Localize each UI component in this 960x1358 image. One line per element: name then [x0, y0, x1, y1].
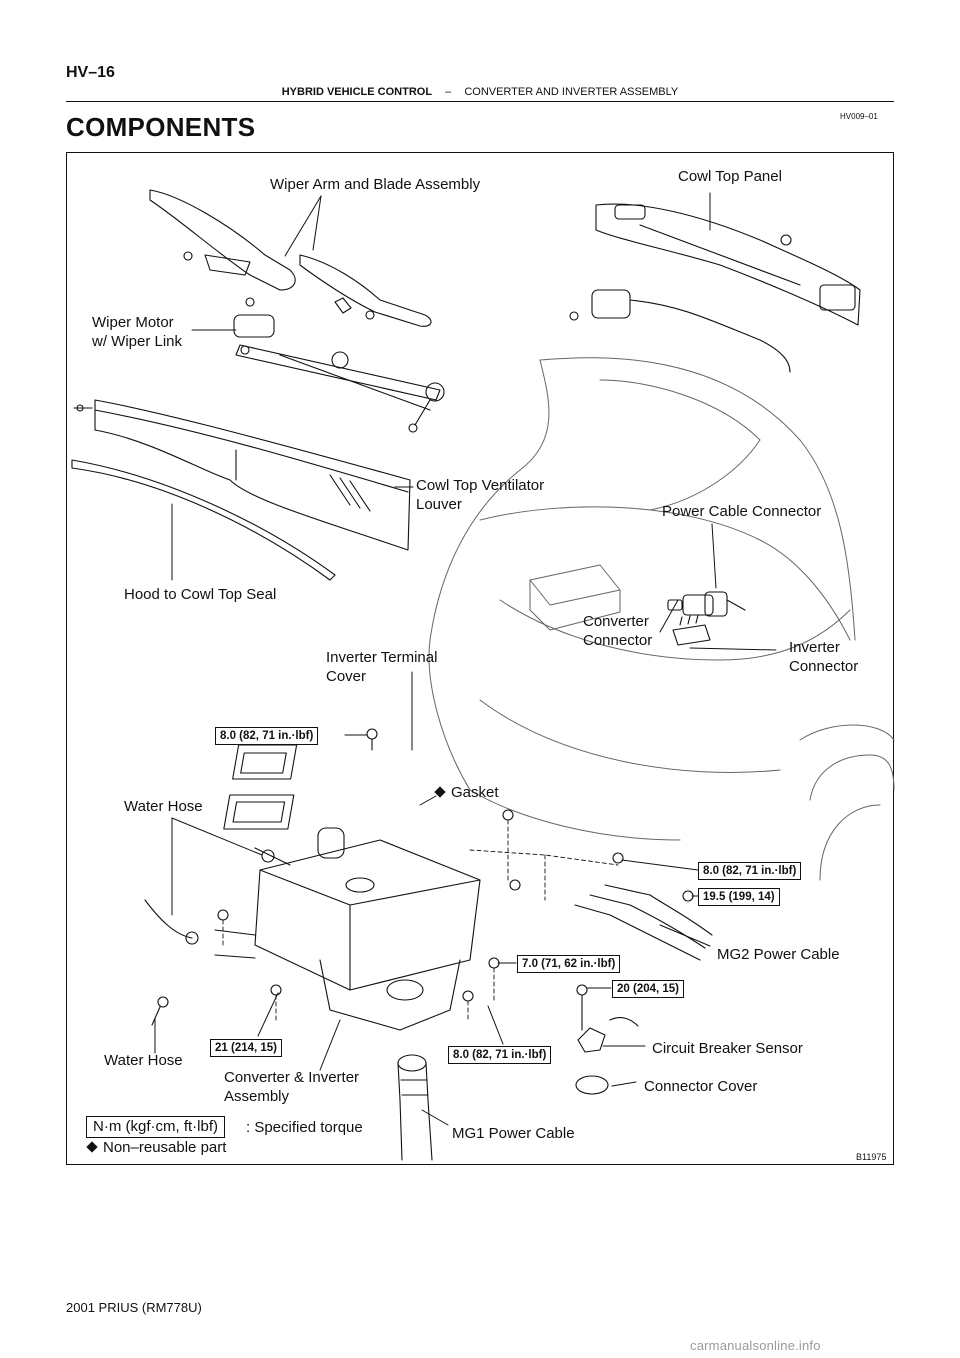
- label-wiper-motor-line1: Wiper Motor: [92, 314, 174, 331]
- torque-box: 8.0 (82, 71 in.·lbf): [215, 727, 319, 745]
- label-water-hose-lower: Water Hose: [104, 1052, 183, 1069]
- document-code: HV009–01: [840, 112, 878, 121]
- label-mg2-power-cable: MG2 Power Cable: [717, 946, 840, 963]
- page-number: HV–16: [66, 64, 115, 81]
- bolt-illustrations: [151, 809, 694, 1031]
- label-hood-seal: Hood to Cowl Top Seal: [124, 586, 277, 603]
- label-wiper-motor-line2: w/ Wiper Link: [92, 333, 183, 350]
- torque-box: 20 (204, 15): [612, 980, 685, 998]
- label-water-hose-upper: Water Hose: [124, 798, 203, 815]
- mg1-cable-illustration: [397, 1054, 433, 1161]
- terminal-cover-illustration: [232, 744, 298, 780]
- header-separator: –: [445, 86, 452, 98]
- label-connector-cover: Connector Cover: [644, 1078, 758, 1095]
- wiper-arm-illustration: [149, 189, 432, 327]
- torque-box: 19.5 (199, 14): [698, 888, 780, 906]
- figure-code: B11975: [856, 1152, 887, 1162]
- converter-inverter-illustration: [144, 827, 481, 1031]
- vehicle-body-outline: [428, 357, 895, 881]
- label-circuit-breaker-sensor: Circuit Breaker Sensor: [652, 1040, 803, 1057]
- section-title: HYBRID VEHICLE CONTROL: [281, 86, 433, 98]
- label-wiper-motor: Wiper Motor w/ Wiper Link: [92, 313, 182, 351]
- legend-non-reusable-text: Non–reusable part: [103, 1139, 227, 1156]
- hood-seal-illustration: [71, 459, 336, 581]
- footer-model: 2001 PRIUS (RM778U): [66, 1300, 202, 1315]
- label-cowl-louver-line2: Louver: [416, 496, 462, 513]
- footer-watermark: carmanualsonline.info: [690, 1338, 821, 1353]
- label-cowl-louver-line1: Cowl Top Ventilator: [416, 477, 545, 494]
- non-reusable-marker-icon: [434, 786, 446, 798]
- label-inverter-terminal-line2: Cover: [326, 668, 367, 685]
- torque-box: 8.0 (82, 71 in.·lbf): [448, 1046, 552, 1064]
- label-gasket: Gasket: [434, 783, 499, 802]
- torque-box: 21 (214, 15): [210, 1039, 283, 1057]
- label-wiper-arm: Wiper Arm and Blade Assembly: [270, 176, 481, 193]
- label-inverter-connector-line2: Connector: [789, 658, 859, 675]
- assembly-guide-lines: [222, 819, 619, 1021]
- subsection-title: CONVERTER AND INVERTER ASSEMBLY: [464, 86, 679, 98]
- label-inverter-connector-line1: Inverter: [789, 639, 840, 656]
- label-converter-connector-line1: Converter: [583, 613, 649, 630]
- label-cowl-louver: Cowl Top Ventilator Louver: [416, 476, 544, 514]
- diagram-frame: [66, 152, 894, 1165]
- circuit-breaker-illustration: [577, 1027, 606, 1053]
- gasket-illustration: [223, 794, 295, 830]
- label-inverter-connector: Inverter Connector: [789, 638, 858, 676]
- label-converter-inverter-line1: Converter & Inverter: [224, 1069, 360, 1086]
- connector-illustration: [667, 591, 746, 646]
- page-title: COMPONENTS: [66, 112, 256, 142]
- label-inverter-terminal-cover: Inverter Terminal Cover: [326, 648, 437, 686]
- legend-non-reusable: Non–reusable part: [86, 1138, 227, 1157]
- leader-lines: [154, 192, 777, 1126]
- mg2-cable-illustration: [574, 884, 713, 961]
- label-mg1-power-cable: MG1 Power Cable: [452, 1125, 575, 1142]
- label-converter-connector: Converter Connector: [583, 612, 652, 650]
- label-gasket-text: Gasket: [451, 784, 499, 801]
- label-converter-inverter-line2: Assembly: [224, 1088, 290, 1105]
- legend-specified-torque: : Specified torque: [246, 1119, 363, 1136]
- label-converter-connector-line2: Connector: [583, 632, 653, 649]
- label-inverter-terminal-line1: Inverter Terminal: [326, 649, 438, 666]
- torque-box: 7.0 (71, 62 in.·lbf): [517, 955, 621, 973]
- cowl-top-panel-illustration: [569, 203, 861, 373]
- label-cowl-top-panel: Cowl Top Panel: [678, 168, 782, 185]
- label-power-cable-connector: Power Cable Connector: [662, 503, 822, 520]
- legend-torque-unit: N·m (kgf·cm, ft·lbf): [86, 1116, 225, 1138]
- label-converter-inverter-assembly: Converter & Inverter Assembly: [224, 1068, 359, 1106]
- torque-box: 8.0 (82, 71 in.·lbf): [698, 862, 802, 880]
- connector-cover-illustration: [575, 1075, 609, 1095]
- non-reusable-legend-icon: [86, 1141, 98, 1153]
- running-header: HYBRID VEHICLE CONTROL – CONVERTER AND I…: [0, 86, 960, 98]
- cowl-louver-illustration: [73, 399, 411, 551]
- header-rule: [66, 101, 894, 102]
- wiper-motor-illustration: [233, 314, 445, 433]
